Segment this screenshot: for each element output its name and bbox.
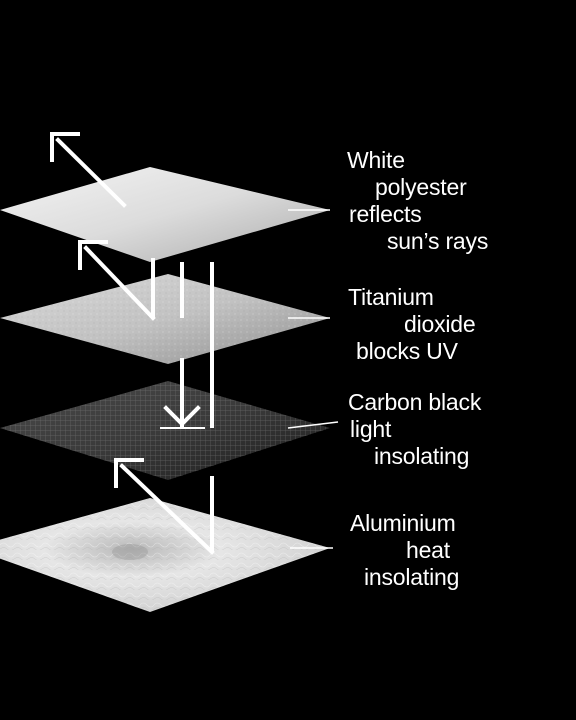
uv-block-arrow-icon — [78, 240, 156, 321]
white-polyester-label: White polyester reflects sun’s rays — [347, 147, 489, 254]
reflect-arrow-icon — [50, 132, 127, 208]
carbon-black-leader-line — [287, 421, 339, 429]
titanium-dioxide-layer — [0, 274, 330, 364]
down-arrow-icon — [163, 358, 201, 428]
titanium-dioxide-label: Titanium dioxide blocks UV — [348, 284, 476, 364]
aluminium-label: Aluminium heat insolating — [350, 510, 460, 590]
carbon-black-label: Carbon black light insolating — [348, 389, 482, 469]
sun-rays — [122, 52, 214, 210]
aluminium-layer — [0, 498, 330, 612]
white-polyester-layer — [0, 167, 330, 262]
heat-reflect-arrow-icon — [114, 458, 215, 555]
carbon-black-layer — [0, 381, 330, 480]
